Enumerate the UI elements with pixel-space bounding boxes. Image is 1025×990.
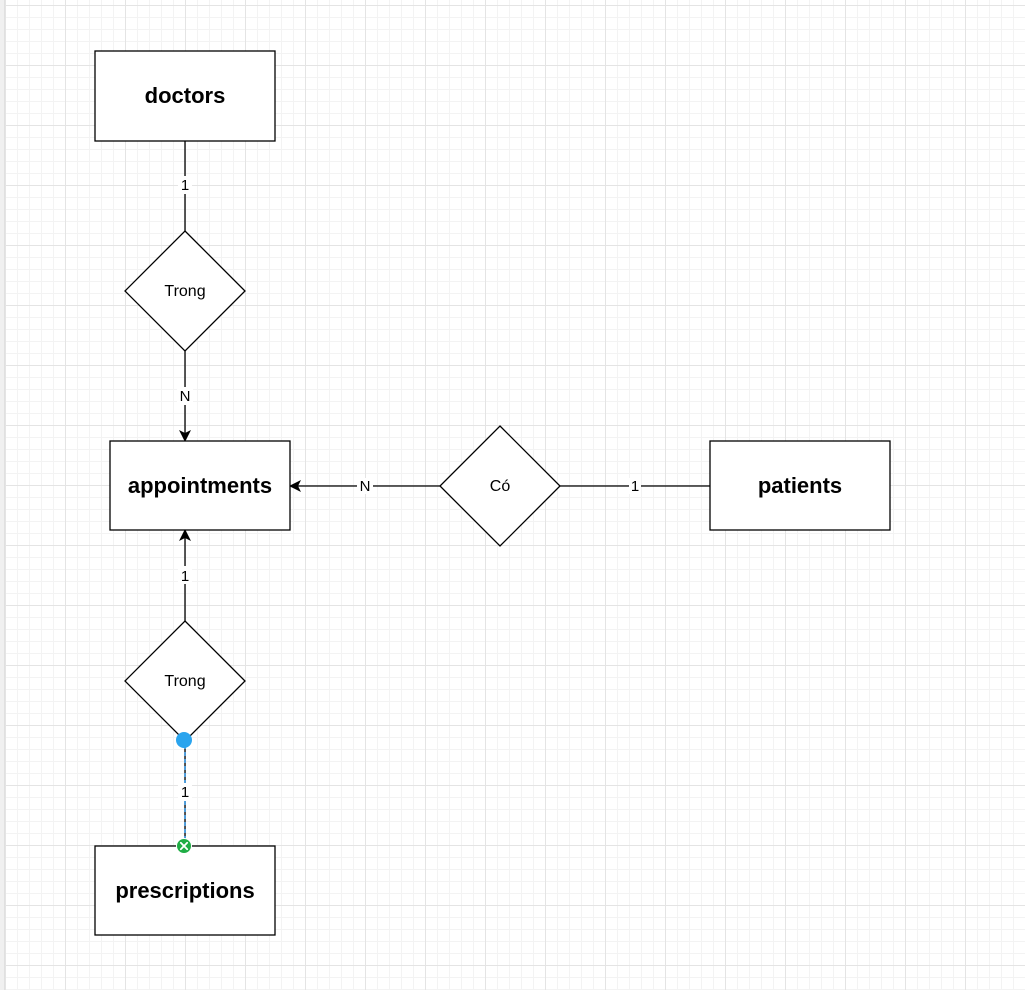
cardinality-prescriptions: 1	[181, 784, 189, 801]
entity-patients[interactable]: patients	[709, 440, 891, 531]
entity-doctors[interactable]: doctors	[94, 50, 276, 142]
cardinality-patients: 1	[631, 478, 639, 495]
edge-selection-handle[interactable]	[176, 732, 192, 748]
entity-appointments[interactable]: appointments	[109, 440, 291, 531]
relationship-trong-bottom[interactable]: Trong	[124, 620, 246, 742]
connection-point-icon[interactable]	[176, 838, 192, 854]
entity-patients-label: patients	[758, 473, 842, 498]
relationship-trong-top[interactable]: Trong	[124, 230, 246, 352]
entity-doctors-label: doctors	[145, 83, 226, 108]
relationship-trong-top-label: Trong	[164, 283, 205, 300]
cardinality-doctors: 1	[181, 177, 189, 194]
canvas-left-edge	[0, 0, 5, 990]
entity-prescriptions-label: prescriptions	[115, 878, 254, 903]
relationship-co[interactable]: Có	[439, 425, 561, 547]
entity-appointments-label: appointments	[128, 473, 272, 498]
cardinality-appointments-right: N	[360, 478, 371, 495]
entity-prescriptions[interactable]: prescriptions	[94, 845, 276, 936]
relationship-trong-bottom-label: Trong	[164, 673, 205, 690]
cardinality-appointments-top: N	[180, 388, 191, 405]
relationship-co-label: Có	[490, 478, 511, 495]
cardinality-appointments-bottom: 1	[181, 568, 189, 585]
